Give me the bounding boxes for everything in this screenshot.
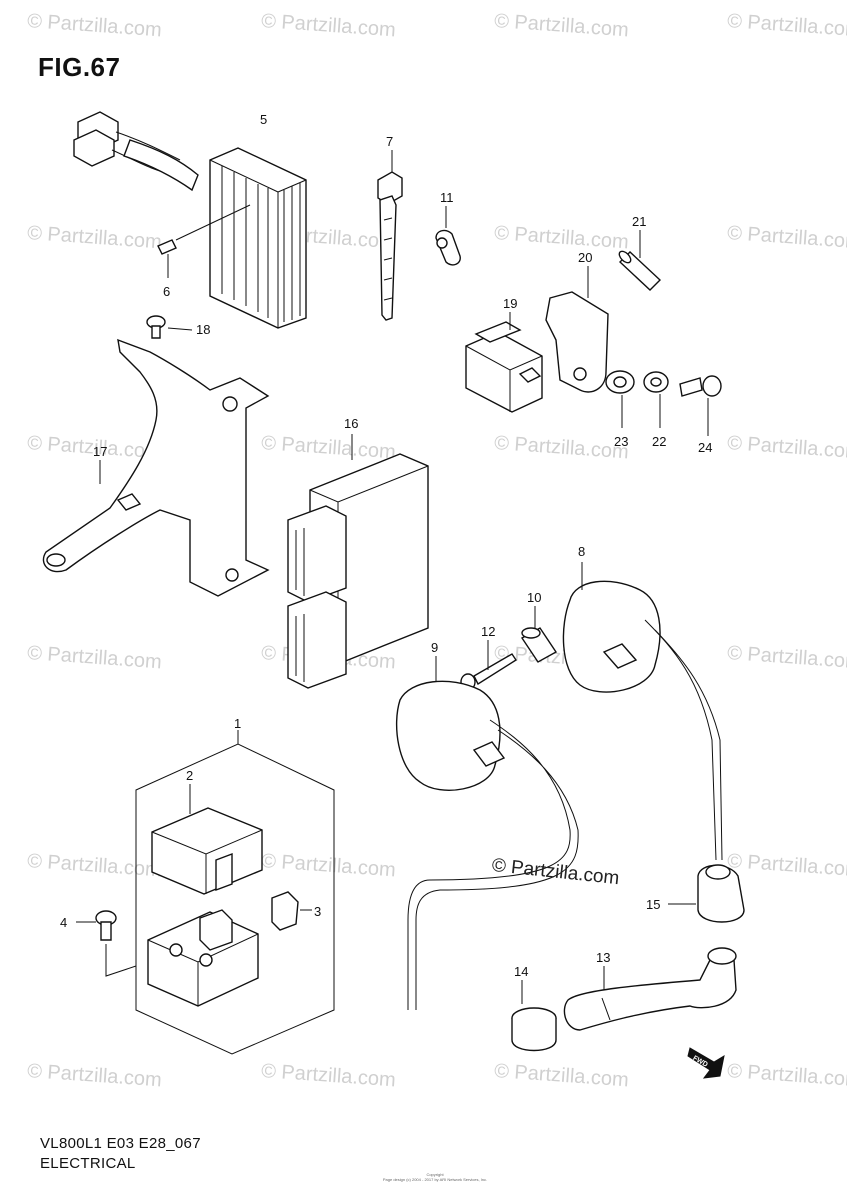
wire-clamp[interactable] (435, 206, 461, 266)
fuse-box-cover[interactable] (151, 784, 263, 895)
callout-18[interactable]: 18 (196, 322, 210, 337)
section-name: ELECTRICAL (40, 1155, 136, 1172)
fuse-box-assembly[interactable] (135, 730, 335, 1055)
ignition-coil-9[interactable] (395, 656, 579, 1010)
fuse-holder[interactable] (147, 909, 259, 1007)
spacer-23[interactable] (605, 370, 635, 428)
callout-20[interactable]: 20 (578, 250, 592, 265)
callout-11[interactable]: 11 (440, 190, 454, 205)
ecm-bracket[interactable] (42, 338, 270, 597)
callout-1[interactable]: 1 (234, 716, 241, 731)
copyright-line-2: Page design (c) 2004 - 2017 by ARI Netwo… (382, 1177, 488, 1182)
copyright-line-1: Copyright (426, 1172, 444, 1177)
washer-22[interactable] (643, 371, 669, 428)
bolt-24[interactable] (679, 375, 722, 436)
copyright-notice: Copyright Page design (c) 2004 - 2017 by… (370, 1172, 500, 1182)
regulator-rectifier[interactable] (73, 111, 307, 329)
plug-cap[interactable] (563, 947, 737, 1031)
callout-6[interactable]: 6 (163, 284, 170, 299)
model-code: VL800L1 E03 E28_067 (40, 1135, 201, 1152)
callout-10[interactable]: 10 (527, 590, 541, 605)
mounting-bracket[interactable] (545, 266, 609, 393)
callout-15[interactable]: 15 (646, 897, 660, 912)
spacer-10[interactable] (520, 606, 558, 663)
callout-14[interactable]: 14 (514, 964, 528, 979)
callout-12[interactable]: 12 (481, 624, 495, 639)
callout-21[interactable]: 21 (632, 214, 646, 229)
screw-18[interactable] (146, 315, 193, 339)
grommet[interactable] (668, 864, 745, 923)
callout-7[interactable]: 7 (386, 134, 393, 149)
sleeve[interactable] (617, 230, 662, 291)
screw-4[interactable] (76, 910, 137, 977)
figure-title: FIG.67 (38, 52, 121, 82)
callout-8[interactable]: 8 (578, 544, 585, 559)
ignition-coil-8[interactable] (562, 562, 723, 861)
callout-24[interactable]: 24 (698, 440, 712, 455)
cable-tie[interactable] (377, 150, 403, 321)
callout-22[interactable]: 22 (652, 434, 666, 449)
relay[interactable] (465, 312, 543, 413)
callout-13[interactable]: 13 (596, 950, 610, 965)
fuse[interactable] (271, 891, 312, 931)
callout-23[interactable]: 23 (614, 434, 628, 449)
callout-16[interactable]: 16 (344, 416, 358, 431)
callout-3[interactable]: 3 (314, 904, 321, 919)
callout-5[interactable]: 5 (260, 112, 267, 127)
bolt-12[interactable] (460, 640, 517, 691)
callout-2[interactable]: 2 (186, 768, 193, 783)
callout-19[interactable]: 19 (503, 296, 517, 311)
callout-4[interactable]: 4 (60, 915, 67, 930)
callout-17[interactable]: 17 (93, 444, 107, 459)
forward-arrow-icon: FWD (687, 1047, 725, 1079)
seal-ring[interactable] (511, 980, 557, 1052)
callout-9[interactable]: 9 (431, 640, 438, 655)
ecm-unit[interactable] (287, 434, 429, 689)
